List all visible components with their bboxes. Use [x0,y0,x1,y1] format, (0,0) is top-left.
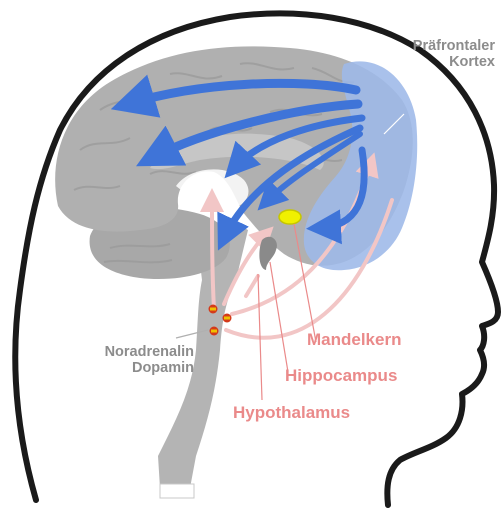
hypothalamus-label: Hypothalamus [233,403,350,422]
hippocampus [259,237,277,270]
stem-base [160,484,194,498]
prefrontal-label-line1: Präfrontaler [370,38,495,54]
prefrontal-label-line2: Kortex [370,54,495,70]
mandelkern-label: Mandelkern [307,330,401,349]
dopamin-label: Dopamin [84,360,194,376]
noradrenalin-label: Noradrenalin [84,344,194,360]
hippocampus-label: Hippocampus [285,366,397,385]
amygdala [279,210,301,224]
prefrontal-cortex-label: Präfrontaler Kortex [370,38,495,70]
neuromodulator-label: Noradrenalin Dopamin [84,344,194,376]
